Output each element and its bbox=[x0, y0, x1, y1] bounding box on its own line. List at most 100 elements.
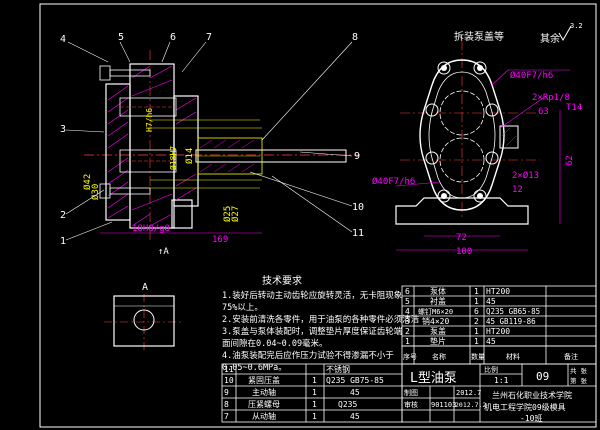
view-a-block bbox=[113, 295, 175, 347]
dim-dia-42: Ø42 bbox=[82, 174, 93, 190]
dim-depth: T14 bbox=[566, 103, 582, 113]
drawing-title: L型油泵 bbox=[410, 371, 457, 386]
part-row-name: 主动轴 bbox=[252, 387, 276, 397]
dim-fit-bottom: Ø40F7/h6 bbox=[372, 176, 415, 187]
part-row-mat: Q235 GB65-85 bbox=[486, 307, 540, 316]
dim-dia-14: Ø14 bbox=[184, 148, 195, 164]
part-row-qty: 1 bbox=[474, 337, 479, 346]
part-row-mat: 45 bbox=[350, 388, 360, 397]
roughness-note: 其余 3.2 bbox=[540, 22, 583, 45]
part-row-no: 1 bbox=[405, 337, 410, 346]
gear-circle-lower bbox=[439, 137, 485, 183]
check-date: 2012.7.2 bbox=[455, 401, 486, 409]
part-row-name: 紧固压盖 bbox=[248, 375, 280, 385]
end-view-base bbox=[395, 197, 529, 225]
roughness-symbol bbox=[558, 25, 572, 42]
port-lines bbox=[150, 119, 262, 189]
part-row-name: 压紧螺母 bbox=[248, 399, 280, 409]
header-qty: 数量 bbox=[471, 352, 485, 361]
roughness-value: 3.2 bbox=[570, 22, 583, 30]
department: 机电工程学院09级模具 bbox=[484, 402, 566, 412]
dim-62: 62 bbox=[565, 155, 575, 166]
dim-thread: 2×Rp1/8 bbox=[532, 93, 570, 103]
part-row-mat: 45 bbox=[486, 337, 496, 346]
dim-100: 100 bbox=[456, 247, 472, 257]
bolts bbox=[99, 65, 151, 199]
dim-view-a: ↑A bbox=[158, 247, 169, 257]
header-mat: 材料 bbox=[506, 352, 520, 361]
view-a-hole bbox=[133, 309, 155, 331]
parts-list-lower bbox=[221, 363, 403, 423]
balloon-2: 2 bbox=[60, 210, 66, 221]
title-block-text: L型油泵 比例 1:1 09 共 张 第 张 制图 2012.7 审核 9011… bbox=[404, 365, 587, 423]
sheet-total: 共 张 bbox=[570, 366, 587, 375]
title-block bbox=[401, 363, 597, 423]
part-row-qty: 1 bbox=[312, 412, 317, 421]
tech-line-7: 0.05~0.6MPa。 bbox=[222, 363, 287, 373]
scale-label: 比例 bbox=[484, 365, 498, 374]
part-row-qty: 1 bbox=[312, 400, 317, 409]
balloon-3: 3 bbox=[60, 124, 66, 135]
balloon-7: 7 bbox=[206, 32, 212, 43]
tech-line-1: 1.装好后转动主动齿轮应旋转灵活，无卡阻现象 bbox=[222, 290, 403, 301]
gland-nut bbox=[197, 137, 263, 175]
part-row-name: 泵体 bbox=[430, 286, 446, 296]
tech-line-3: 2.安装前清洗各零件，用于油泵的各种零件必须清洁 bbox=[222, 314, 420, 325]
dim-12: 12 bbox=[512, 185, 523, 195]
dim-fit-h7: H7/h6 bbox=[145, 108, 154, 132]
dim-72: 72 bbox=[456, 233, 467, 243]
part-row-mat: 45 bbox=[486, 297, 496, 306]
part-row-mat: Q235 GB75-85 bbox=[326, 376, 384, 385]
class-number: -10班 bbox=[520, 413, 542, 423]
left-dimensions: 169 18H8/g8 ↑A Ø30 Ø42 Ø14 Ø27 Ø25 H7/h6… bbox=[82, 108, 262, 257]
part-row-no: 9 bbox=[224, 388, 229, 397]
check-label: 审核 bbox=[404, 400, 418, 409]
balloon-4: 4 bbox=[60, 34, 66, 45]
school-name: 兰州石化职业技术学院 bbox=[492, 390, 572, 400]
sheet-index: 第 张 bbox=[570, 376, 587, 385]
part-row-name: 衬盖 bbox=[430, 296, 446, 306]
dim-dia-27: Ø27 bbox=[230, 206, 241, 222]
tech-requirements: 技术要求 1.装好后转动主动齿轮应旋转灵活，无卡阻现象 75%以上。 2.安装前… bbox=[222, 274, 420, 373]
drawn-date: 2012.7 bbox=[456, 389, 481, 397]
drawing-number: 09 bbox=[536, 370, 549, 383]
part-row-no: 5 bbox=[405, 297, 410, 306]
dim-63: 63 bbox=[538, 107, 549, 117]
dim-fit-18h8: 18H8/g8 bbox=[132, 224, 170, 234]
end-view-outline bbox=[419, 59, 505, 211]
part-row-mat: Q235 bbox=[338, 400, 357, 409]
tech-line-2: 75%以上。 bbox=[222, 303, 263, 313]
scale-value: 1:1 bbox=[494, 376, 509, 385]
outer-frame bbox=[39, 3, 597, 428]
balloon-11: 11 bbox=[352, 228, 364, 239]
dim-169: 169 bbox=[212, 235, 228, 245]
part-row-no: 3 bbox=[405, 317, 410, 326]
part-row-qty: 1 bbox=[312, 388, 317, 397]
balloon-6: 6 bbox=[170, 32, 176, 43]
tech-line-5: 面间隙在0.04~0.09毫米。 bbox=[222, 338, 328, 349]
part-row-no: 6 bbox=[405, 287, 410, 296]
balloon-5: 5 bbox=[118, 32, 124, 43]
part-row-qty: 1 bbox=[474, 327, 479, 336]
tech-line-6: 4.油泵装配完后应作压力试验不得渗漏不小于 bbox=[222, 350, 394, 361]
part-row-no: 11 bbox=[224, 365, 234, 374]
side-port bbox=[499, 125, 519, 149]
parts-upper-text: 6 泵体 1 HT200 5 衬盖 1 45 4 螺钉M6×20 6 Q235 … bbox=[403, 286, 578, 361]
gear-circle-upper bbox=[439, 90, 485, 136]
dim-dia-30: Ø30 bbox=[90, 184, 101, 200]
pump-base bbox=[171, 199, 193, 229]
drawing-subtitle: 拆装泵盖等 bbox=[454, 30, 504, 43]
balloons: 4 5 6 7 8 3 2 1 9 10 11 bbox=[60, 32, 364, 247]
dim-fit-top: Ø40F7/h6 bbox=[510, 70, 553, 81]
bolt-holes bbox=[425, 61, 499, 203]
part-row-qty: 1 bbox=[474, 297, 479, 306]
part-row-name: 垫片 bbox=[430, 336, 446, 346]
part-row-name: 螺钉M6×20 bbox=[418, 307, 453, 316]
part-row-mat: 不锈钢 bbox=[326, 364, 350, 374]
part-row-qty: 1 bbox=[474, 287, 479, 296]
part-row-name: 泵盖 bbox=[430, 326, 446, 336]
tech-title: 技术要求 bbox=[262, 274, 302, 287]
drawn-label: 制图 bbox=[404, 388, 418, 397]
part-row-mat: HT200 bbox=[486, 327, 510, 336]
